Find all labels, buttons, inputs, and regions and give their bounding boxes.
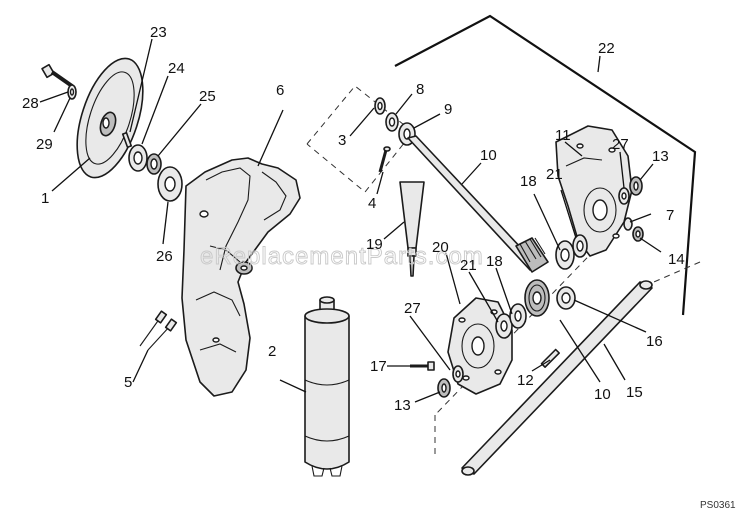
callout-13-upper: 13 [652, 148, 669, 165]
cylinder-part [304, 296, 350, 477]
callout-2: 2 [268, 343, 276, 360]
callout-20: 20 [432, 239, 449, 256]
callout-26: 26 [156, 248, 173, 265]
pulley-part [76, 57, 144, 179]
callout-17: 17 [370, 358, 387, 375]
bushing-part [556, 286, 576, 310]
auger-housing-part [181, 157, 301, 397]
wire-ends-part [139, 310, 178, 351]
callout-13-lower: 13 [394, 397, 411, 414]
callout-10-lower: 10 [594, 386, 611, 403]
key-part [540, 348, 560, 368]
callout-21-upper: 21 [546, 166, 563, 183]
callout-23: 23 [150, 24, 167, 41]
callout-10-upper: 10 [480, 147, 497, 164]
callout-15: 15 [626, 384, 643, 401]
thrust-washer-part [495, 313, 513, 339]
washer-part [374, 97, 386, 115]
callout-9: 9 [444, 101, 452, 118]
washer-part [385, 112, 399, 132]
seal-part [623, 217, 633, 231]
bearing-part [555, 240, 575, 270]
worm-gear-part [524, 279, 550, 317]
callout-14: 14 [668, 251, 685, 268]
callout-18-lower: 18 [486, 253, 503, 270]
callout-19: 19 [366, 236, 383, 253]
flange-part [157, 166, 183, 202]
thrust-washer-part [618, 187, 630, 205]
screw-part [410, 361, 435, 371]
callout-27-upper: 27 [612, 136, 629, 153]
assembly-bracket-22 [394, 14, 697, 316]
bearing-part [128, 144, 148, 172]
callout-16: 16 [646, 333, 663, 350]
grease-tube-part [399, 181, 425, 277]
callout-8: 8 [416, 81, 424, 98]
auger-shaft-part [461, 280, 653, 476]
nut-part [629, 176, 643, 196]
pin-part [378, 146, 391, 173]
callout-22: 22 [598, 40, 615, 57]
worm-shaft-part [407, 135, 549, 273]
bearing-part [509, 303, 527, 329]
key-part [121, 131, 133, 149]
thrust-washer-part [452, 365, 464, 383]
callout-18-upper: 18 [520, 173, 537, 190]
plug-part [632, 226, 644, 242]
callout-3: 3 [338, 132, 346, 149]
callout-labels: 1 2 3 4 5 6 7 8 9 10 10 11 12 13 13 14 1… [22, 24, 685, 414]
bolt-part [41, 63, 74, 88]
spacer-part [146, 153, 162, 175]
callout-25: 25 [199, 88, 216, 105]
gear-case-half-part [555, 125, 633, 257]
leader-lines [39, 38, 662, 403]
callout-12: 12 [517, 372, 534, 389]
callout-27-lower: 27 [404, 300, 421, 317]
callout-11: 11 [555, 127, 571, 144]
callout-4: 4 [368, 195, 376, 212]
washer-part [67, 84, 77, 100]
watermark: eReplacementParts.com [200, 243, 484, 270]
callout-21-lower: 21 [460, 257, 477, 274]
bushing-part [398, 122, 416, 146]
nut-part [437, 378, 451, 398]
callout-1: 1 [41, 190, 49, 207]
thrust-washer-part [572, 234, 588, 258]
callout-6: 6 [276, 82, 284, 99]
callout-28: 28 [22, 95, 39, 112]
callout-24: 24 [168, 60, 185, 77]
diagram-code: PS0361 [700, 500, 736, 511]
callout-29: 29 [36, 136, 53, 153]
callout-5: 5 [124, 374, 132, 391]
callout-7: 7 [666, 207, 674, 224]
